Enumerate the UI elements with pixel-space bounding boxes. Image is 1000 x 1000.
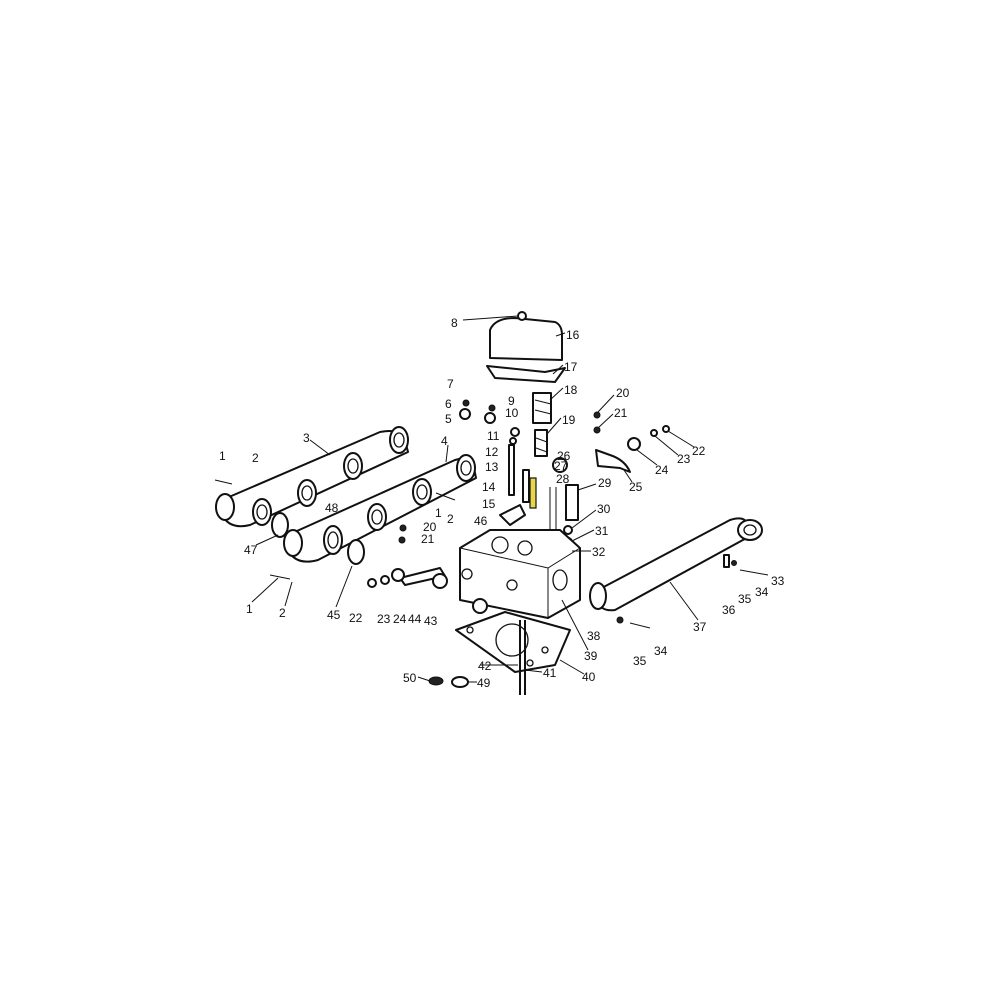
sleeve-29 — [565, 484, 579, 521]
part-label[interactable]: 35 — [633, 654, 647, 668]
part-label[interactable]: 23 — [677, 452, 691, 466]
valve-springs — [532, 392, 552, 457]
part-label[interactable]: 8 — [451, 316, 458, 330]
part-label[interactable]: 40 — [582, 670, 596, 684]
part-label[interactable]: 21 — [614, 406, 628, 420]
part-label[interactable]: 44 — [408, 612, 422, 626]
part-label[interactable]: 6 — [445, 397, 452, 411]
part-label[interactable]: 42 — [478, 659, 492, 673]
part-label[interactable]: 32 — [592, 545, 606, 559]
part-label[interactable]: 9 — [508, 394, 515, 408]
part-label[interactable]: 31 — [595, 524, 609, 538]
part-label[interactable]: 24 — [655, 463, 669, 477]
part-label[interactable]: 18 — [564, 383, 578, 397]
part-label[interactable]: 35 — [738, 592, 752, 606]
part-label[interactable]: 38 — [587, 629, 601, 643]
part-label[interactable]: 49 — [477, 676, 491, 690]
part-labels: 8 16 17 18 19 7 6 5 9 10 11 12 13 14 15 … — [219, 316, 785, 690]
part-label[interactable]: 43 — [424, 614, 438, 628]
part-label[interactable]: 47 — [244, 543, 258, 557]
part-label[interactable]: 50 — [403, 671, 417, 685]
part-label[interactable]: 2 — [447, 512, 454, 526]
part-label[interactable]: 41 — [543, 666, 557, 680]
head-gasket-40 — [455, 611, 571, 673]
part-label[interactable]: 17 — [564, 360, 578, 374]
valve-cover-16 — [486, 311, 566, 383]
part-label[interactable]: 15 — [482, 497, 496, 511]
manifold-37 — [589, 517, 763, 612]
part-label[interactable]: 45 — [327, 608, 341, 622]
rocker-arm-25 — [595, 449, 631, 473]
part-label[interactable]: 25 — [629, 480, 643, 494]
part-label[interactable]: 26 — [557, 449, 571, 463]
part-label[interactable]: 7 — [447, 377, 454, 391]
part-label[interactable]: 12 — [485, 445, 499, 459]
part-label[interactable]: 24 — [393, 612, 407, 626]
gasket-47 — [271, 512, 289, 538]
part-label[interactable]: 23 — [377, 612, 391, 626]
part-label[interactable]: 1 — [435, 506, 442, 520]
highlight-circle — [552, 457, 568, 473]
part-label[interactable]: 13 — [485, 460, 499, 474]
part-label[interactable]: 10 — [505, 406, 519, 420]
part-label[interactable]: 48 — [325, 501, 339, 515]
manifold-3 — [215, 426, 409, 528]
part-label[interactable]: 28 — [556, 472, 570, 486]
valve-guide-27 — [529, 477, 537, 509]
gasket-45 — [347, 539, 365, 565]
part-label[interactable]: 4 — [441, 434, 448, 448]
part-label[interactable]: 21 — [421, 532, 435, 546]
part-label[interactable]: 16 — [566, 328, 580, 342]
manifold-4 — [283, 454, 477, 563]
part-label[interactable]: 3 — [303, 431, 310, 445]
part-label[interactable]: 46 — [474, 514, 488, 528]
part-label[interactable]: 33 — [771, 574, 785, 588]
part-label[interactable]: 39 — [584, 649, 598, 663]
part-label[interactable]: 34 — [755, 585, 769, 599]
part-label[interactable]: 2 — [252, 451, 259, 465]
part-label[interactable]: 22 — [349, 611, 363, 625]
part-label[interactable]: 19 — [562, 413, 576, 427]
leader-lines — [251, 315, 699, 683]
part-label[interactable]: 11 — [487, 429, 500, 443]
part-label[interactable]: 20 — [616, 386, 630, 400]
part-label[interactable]: 5 — [445, 412, 452, 426]
part-label[interactable]: 36 — [722, 603, 736, 617]
part-label[interactable]: 30 — [597, 502, 611, 516]
cylinder-head-39 — [459, 529, 581, 619]
part-label[interactable]: 14 — [482, 480, 496, 494]
part-label[interactable]: 1 — [246, 602, 253, 616]
part-label[interactable]: 22 — [692, 444, 706, 458]
part-label[interactable]: 1 — [219, 449, 226, 463]
part-label-highlighted[interactable]: 27 — [554, 459, 568, 473]
part-label[interactable]: 37 — [693, 620, 707, 634]
part-label[interactable]: 29 — [598, 476, 612, 490]
part-label[interactable]: 34 — [654, 644, 668, 658]
part-label[interactable]: 20 — [423, 520, 437, 534]
part-label[interactable]: 2 — [279, 606, 286, 620]
